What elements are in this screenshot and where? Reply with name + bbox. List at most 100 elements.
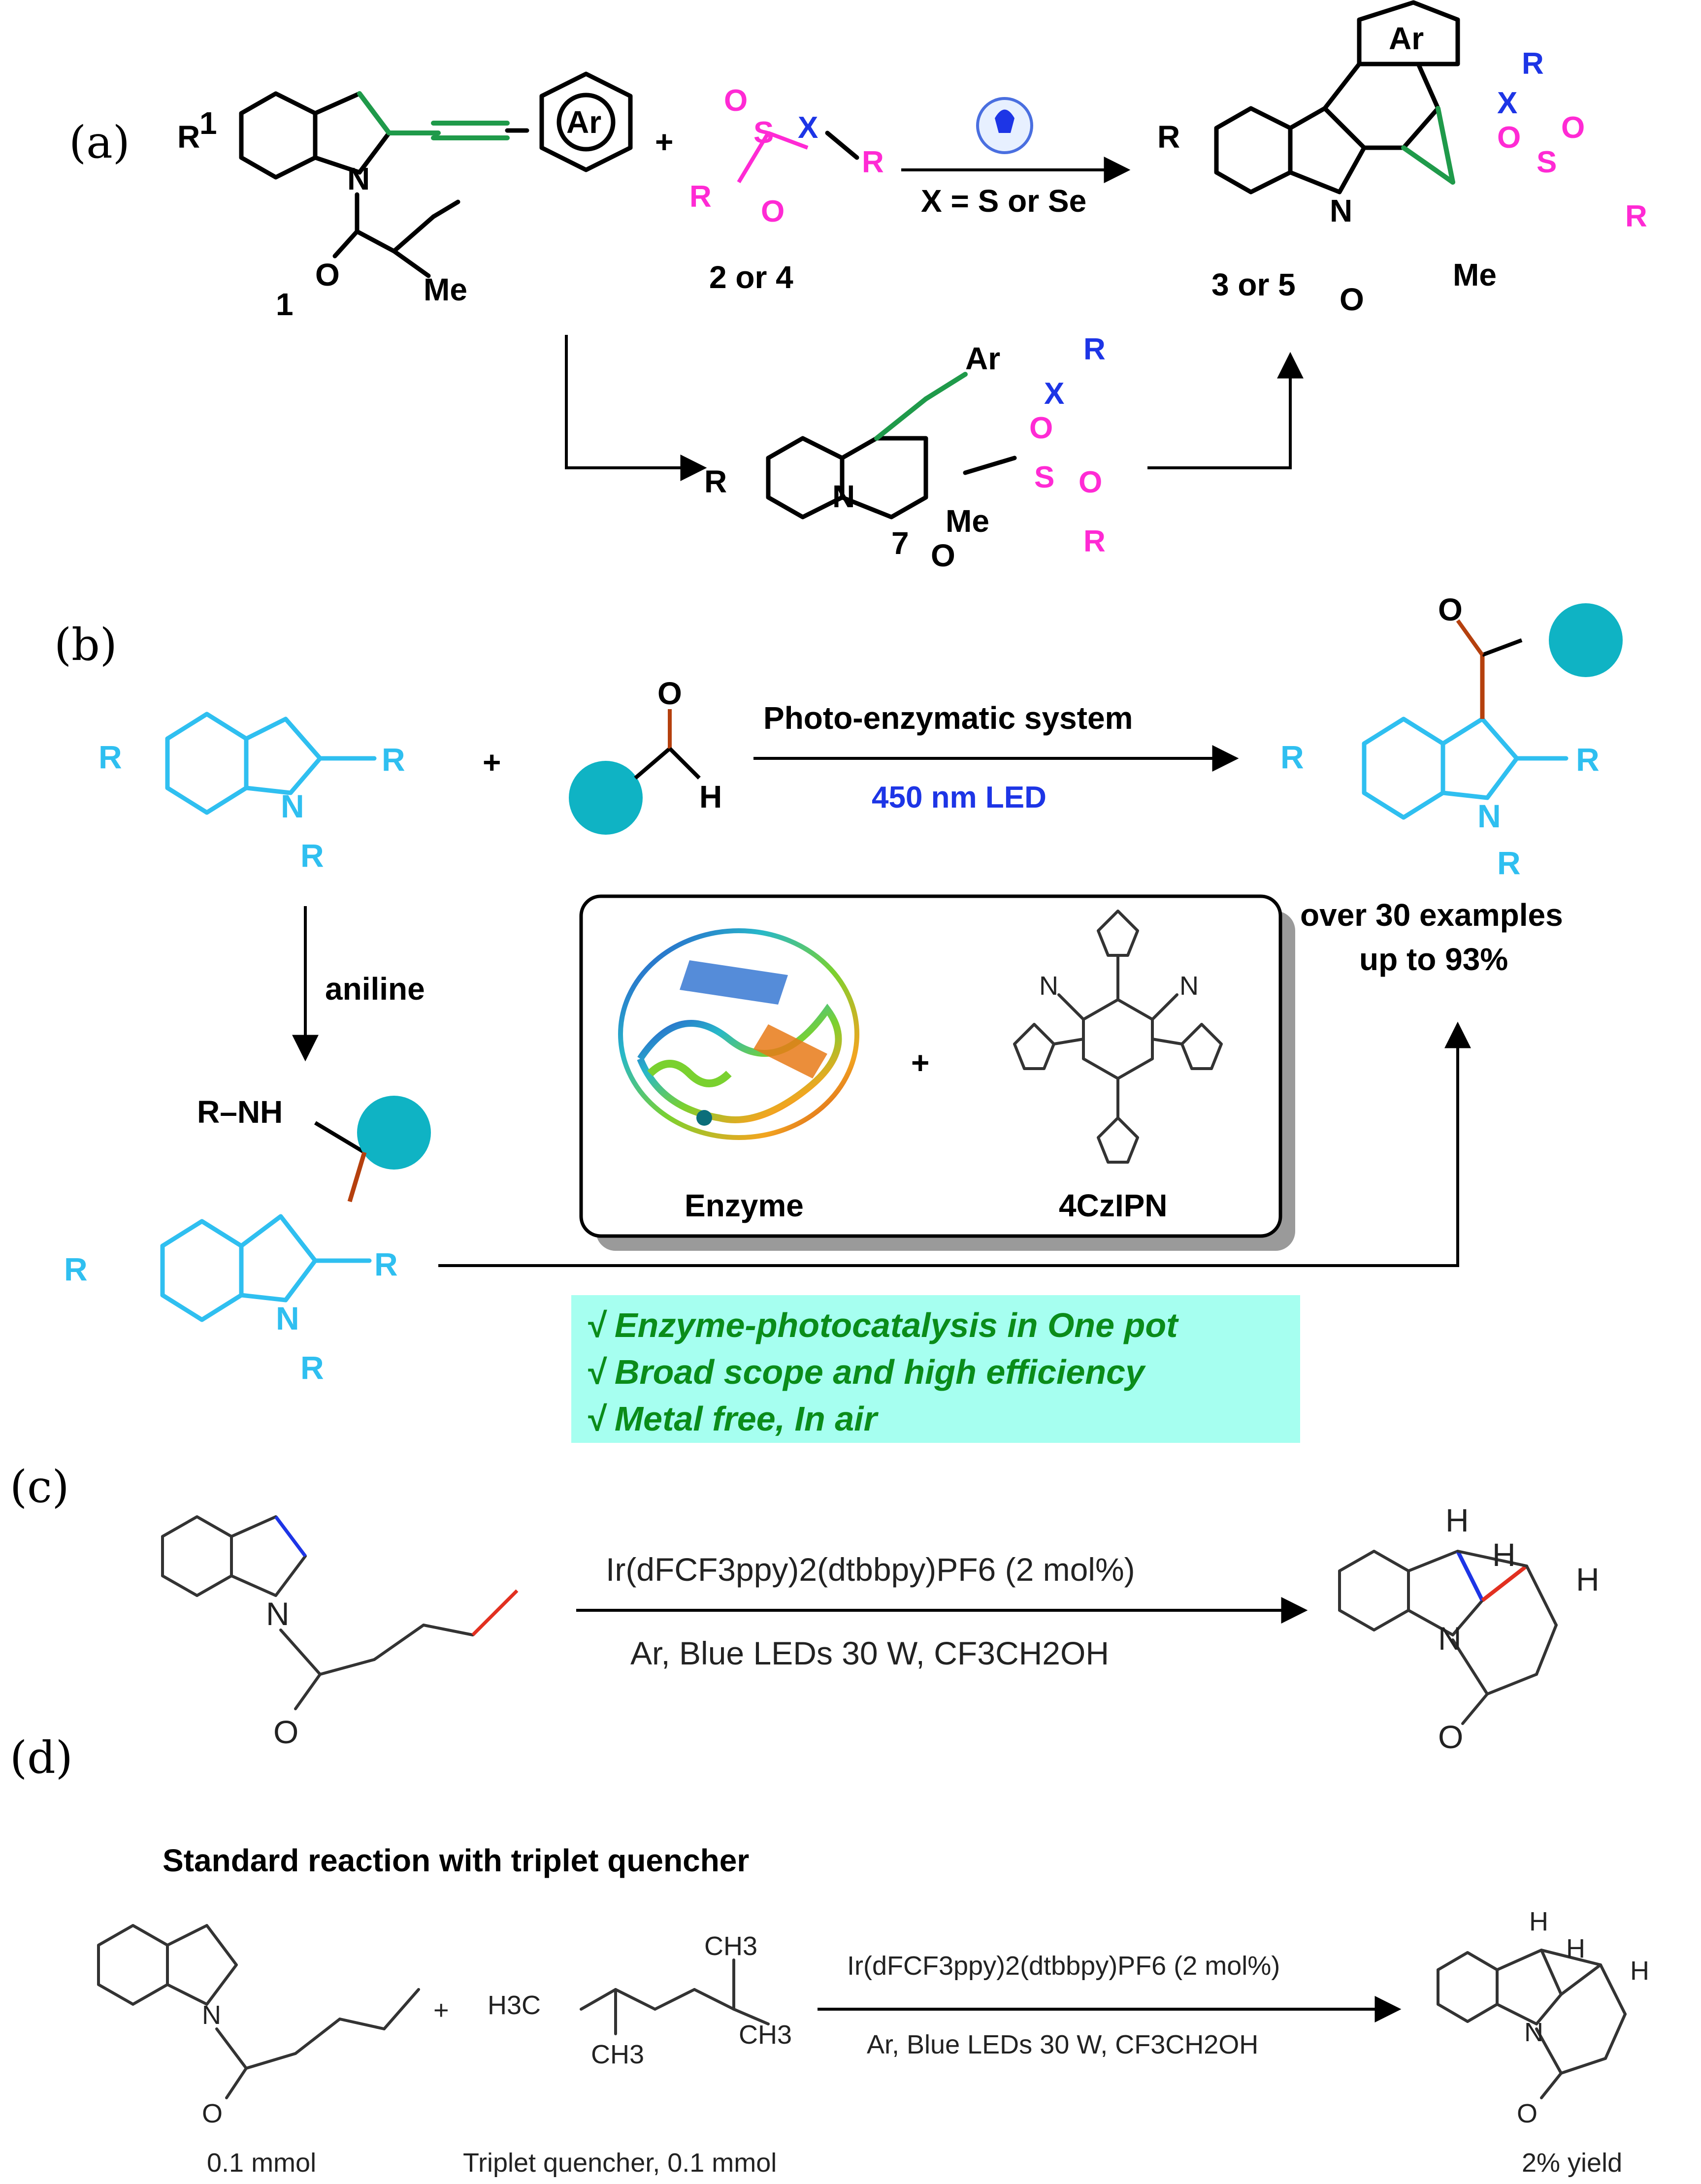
r3-label-b1: R [382,741,405,778]
4czipn-label: 4CzIPN [1059,1188,1168,1223]
h-label-d-a: H [1529,1907,1548,1936]
cyclobutane-product-c: N O H H H [1338,1502,1600,1755]
o-label-d1: O [202,2099,223,2128]
reagent-2-4-structure: S O O R X R 2 or 4 [689,84,884,295]
condition-photo-enzymatic: Photo-enzymatic system [763,700,1133,736]
h-label-d-b: H [1566,1934,1585,1963]
x-label-product: X [1497,86,1517,120]
amine-adduct-b: R–NH R R N R [64,1094,431,1386]
pentenoyl-indole-c: N O [161,1515,519,1750]
plus-catalysts: + [911,1045,929,1080]
h-label-c-b: H [1492,1536,1516,1573]
o2-label-product: O [1561,111,1585,145]
panel-label-a: (a) [69,117,130,168]
r3-label-product: R [1522,47,1544,81]
amine-rnh-label: R–NH [197,1094,283,1130]
panel-a-condition: X = S or Se [921,183,1086,219]
o-label-7: O [931,538,955,573]
h-label-c-c: H [1576,1561,1600,1597]
n-label-adduct: N [276,1300,299,1336]
r2-label-product: R [1625,199,1647,233]
panel-c-conditions: Ar, Blue LEDs 30 W, CF3CH2OH [630,1635,1109,1671]
aldehyde-reactant-b: O H [569,676,722,835]
r3-label-7: R [1083,332,1106,366]
o-label-product-b: O [1438,592,1463,627]
s-label-product: S [1537,145,1557,179]
o-label-c2: O [1438,1719,1463,1755]
x-label-7: X [1044,377,1064,411]
cn-left-label: N [1039,971,1058,1001]
panel-c-scheme: N O Ir(dFCF3ppy)2(dtbbpy)PF6 (2 mol%) Ar… [161,1502,1600,1755]
condition-450nm: 450 nm LED [872,781,1047,815]
n-label-product: N [1330,193,1352,228]
n-label-7: N [832,479,855,514]
s-label-7: S [1034,460,1054,494]
o1-label-7: O [1029,411,1053,445]
ch3-label-c: CH3 [739,2020,792,2050]
panel-label-c: (c) [10,1461,69,1513]
panel-label-d: (d) [10,1732,73,1784]
ar-label-7: Ar [965,341,1000,376]
quencher-amount: Triplet quencher, 0.1 mmol [463,2148,777,2178]
r1-label-b1: R [300,837,324,874]
panel-d-catalyst: Ir(dFCF3ppy)2(dtbbpy)PF6 (2 mol%) [847,1951,1280,1981]
highlight-1: √ Enzyme-photocatalysis in One pot [586,1306,1179,1344]
r1-label-product: R [1157,119,1180,155]
o-label-d2: O [1517,2099,1537,2128]
o1-label-product: O [1497,121,1521,155]
intermediate-7-structure: Ar X R R N O Me S R O O 7 [704,332,1106,573]
panel-label-b: (b) [54,619,117,671]
r1-label-adduct: R [300,1349,324,1386]
r2-label-product-b: R [1280,739,1304,775]
h-label-aldehyde: H [699,779,722,815]
n-label-product-b: N [1477,798,1501,834]
highlight-3: √ Metal free, In air [586,1400,879,1438]
o-label-1: O [315,257,340,293]
highlights-box: √ Enzyme-photocatalysis in One pot √ Bro… [571,1295,1300,1443]
o-label-product: O [1340,282,1364,317]
teal-ball-product [1549,603,1623,677]
n-label-d2: N [1524,2018,1543,2047]
compound-1-structure: Ar R 1 N O Me 1 [177,71,633,322]
catalyst-box: Enzyme + N N 4CzIPN [579,894,1295,1251]
results-line-2: up to 93% [1359,942,1508,977]
compound-2-4-number: 2 or 4 [709,260,793,295]
r2-label-b1: R [98,739,122,775]
ar-label-1: Ar [566,104,601,140]
pentenoyl-indole-d: N O [97,1924,420,2128]
reagent-o1-label: O [724,84,748,118]
o-label-aldehyde: O [657,676,682,711]
panel-c-catalyst: Ir(dFCF3ppy)2(dtbbpy)PF6 (2 mol%) [606,1551,1135,1588]
r1-label-product-b: R [1497,845,1521,881]
panel-d-title: Standard reaction with triplet quencher [163,1843,749,1878]
n-label-c2: N [1438,1620,1462,1657]
plus-b1: + [483,745,501,780]
r2-label-adduct: R [64,1251,88,1287]
teal-ball-aldehyde [569,761,643,835]
r1-label-1: R [177,119,200,155]
compound-3-5-number: 3 or 5 [1211,267,1296,302]
product-3-5-structure: Ar R N O Me X R S R O O 3 or 5 [1157,0,1647,317]
panel-a-scheme: Ar R 1 N O Me 1 + S O O R X R 2 or 4 [177,0,1647,573]
product-yield: 2% yield [1522,2148,1622,2178]
r3-label-product-b: R [1576,741,1600,778]
enzyme-label: Enzyme [685,1188,804,1223]
compound-7-number: 7 [891,525,909,561]
compound-1-number: 1 [276,287,294,322]
triplet-quencher-structure: H3C CH3 CH3 CH3 [488,1931,792,2069]
reagent-r3-label: R [862,145,884,179]
indole-reactant-b: R R N R [98,712,405,874]
me-label-1: Me [424,272,467,307]
reagent-r2-label: R [689,180,712,214]
ch3-label-a: CH3 [591,2040,644,2069]
4czipn-structure: N N [1013,910,1223,1164]
r1-sup-1: 1 [199,105,217,141]
h3c-label: H3C [488,1990,541,2020]
panel-d-conditions: Ar, Blue LEDs 30 W, CF3CH2OH [867,2030,1258,2059]
bulb-glyph-icon [995,109,1014,133]
aniline-label: aniline [325,971,425,1007]
panel-b-scheme: R R N R + O H Photo-enzymatic system 450… [64,592,1623,1443]
panel-d-scheme: Standard reaction with triplet quencher … [97,1843,1649,2178]
ar-label-product: Ar [1389,21,1424,56]
